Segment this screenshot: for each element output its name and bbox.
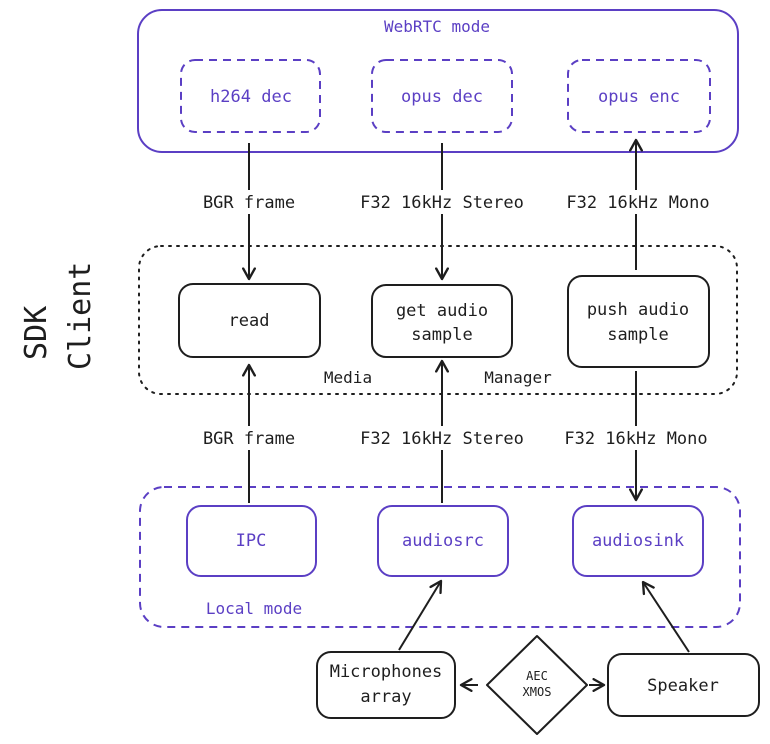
edge-label-bg <box>552 426 720 450</box>
arrow-microphones-to-audiosrc <box>398 579 443 651</box>
edge-label-bg <box>186 426 312 450</box>
opus-enc-label: opus enc <box>598 87 680 107</box>
lower-edge-labels: BGR frame F32 16kHz Stereo F32 16kHz Mon… <box>186 426 720 450</box>
microphones-label-line1: Microphones <box>330 662 443 682</box>
get-audio-sample-box <box>371 284 513 358</box>
h264-dec-label: h264 dec <box>210 87 292 107</box>
speaker-box <box>607 653 760 717</box>
webrtc-mode-title: WebRTC mode <box>384 17 490 36</box>
media-label: Media <box>324 368 372 387</box>
push-audio-label-line2: sample <box>607 325 668 345</box>
arrow-speaker-to-audiosink <box>641 580 690 653</box>
edge-label-mono-upper: F32 16kHz Mono <box>566 193 709 213</box>
get-audio-label-line1: get audio <box>396 301 488 321</box>
sdk-client-label: SDK Client <box>19 262 98 370</box>
microphones-array-box <box>316 651 456 719</box>
edge-label-bg <box>350 426 534 450</box>
ipc-label: IPC <box>236 531 267 551</box>
read-box <box>178 283 321 358</box>
speaker-label: Speaker <box>647 676 719 696</box>
webrtc-mode-group: WebRTC mode h264 dec opus dec opus enc <box>137 9 739 153</box>
edge-label-bg <box>350 190 534 214</box>
edge-label-bgr-lower: BGR frame <box>203 429 295 449</box>
local-mode-title: Local mode <box>206 599 302 618</box>
opus-dec-label: opus dec <box>401 87 483 107</box>
opus-dec-box <box>371 59 513 133</box>
edge-label-mono-lower: F32 16kHz Mono <box>564 429 707 449</box>
edge-label-stereo-lower: F32 16kHz Stereo <box>360 429 524 449</box>
hardware-group: Microphones array AEC XMOS Speaker <box>316 579 760 735</box>
h264-dec-box <box>180 59 321 133</box>
push-audio-sample-box <box>567 275 710 368</box>
aec-xmos-diamond <box>486 635 588 735</box>
local-mode-group: Local mode IPC audiosrc audiosink <box>139 486 741 628</box>
webrtc-mode-container <box>137 9 739 153</box>
edge-label-bg <box>186 190 312 214</box>
media-manager-container <box>138 245 738 395</box>
upper-edge-labels: BGR frame F32 16kHz Stereo F32 16kHz Mon… <box>186 190 721 214</box>
local-mode-container <box>139 486 741 628</box>
push-audio-label-line1: push audio <box>587 300 689 320</box>
edge-label-bgr-upper: BGR frame <box>203 193 295 213</box>
audiosink-box <box>572 505 704 577</box>
get-audio-label-line2: sample <box>411 325 472 345</box>
manager-label: Manager <box>484 368 552 387</box>
media-manager-group: Media Manager read get audio sample push… <box>138 245 738 395</box>
read-label: read <box>229 311 270 331</box>
opus-enc-box <box>567 59 711 133</box>
audiosrc-box <box>377 505 509 577</box>
client-label: Client <box>63 262 98 370</box>
aec-label: AEC <box>526 669 548 683</box>
audiosink-label: audiosink <box>592 531 684 551</box>
ipc-box <box>186 505 317 577</box>
edge-label-bg <box>555 190 721 214</box>
microphones-label-line2: array <box>360 687 411 707</box>
audiosrc-label: audiosrc <box>402 531 484 551</box>
sdk-label: SDK <box>19 306 54 360</box>
edge-label-stereo-upper: F32 16kHz Stereo <box>360 193 524 213</box>
xmos-label: XMOS <box>523 685 552 699</box>
